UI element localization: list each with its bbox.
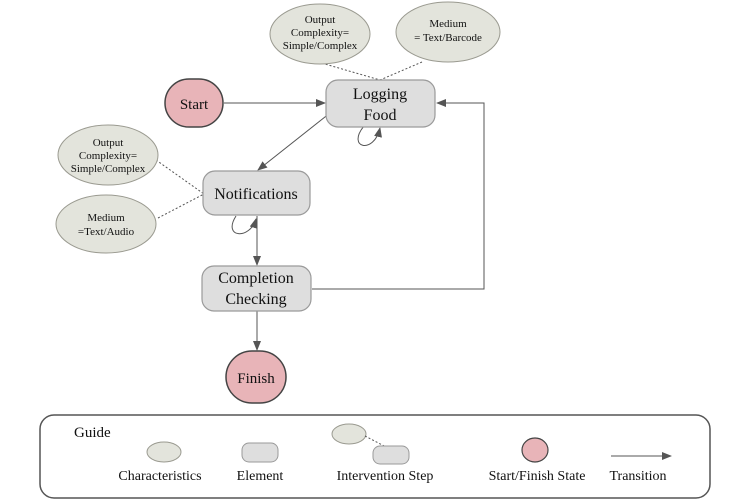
svg-text:Complexity=: Complexity= — [291, 27, 349, 39]
svg-text:Simple/Complex: Simple/Complex — [71, 163, 146, 175]
characteristic-connectors — [155, 61, 423, 219]
legend-characteristics-symbol — [146, 441, 182, 463]
self-loop-notifications — [231, 215, 258, 235]
svg-text:Logging: Logging — [353, 86, 407, 103]
svg-text:Element: Element — [237, 469, 284, 484]
start-state: Start — [164, 78, 224, 128]
svg-text:= Text/Barcode: = Text/Barcode — [414, 32, 482, 44]
svg-text:Intervention Step: Intervention Step — [337, 469, 434, 484]
svg-text:Food: Food — [364, 107, 397, 124]
svg-text:Complexity=: Complexity= — [79, 150, 137, 162]
transition-completion-to-logging — [312, 99, 485, 290]
svg-text:Notifications: Notifications — [214, 186, 298, 203]
step-completion-checking: Completion Checking — [201, 265, 312, 312]
legend-start-finish-symbol — [521, 437, 549, 463]
svg-text:Medium: Medium — [429, 18, 467, 30]
svg-text:Characteristics: Characteristics — [118, 469, 201, 484]
legend-element-symbol — [241, 442, 279, 463]
svg-text:=Text/Audio: =Text/Audio — [78, 226, 135, 238]
finish-state: Finish — [225, 350, 287, 404]
svg-text:Checking: Checking — [225, 291, 286, 308]
svg-text:Finish: Finish — [237, 371, 275, 387]
step-notifications: Notifications — [202, 170, 311, 216]
characteristic-logging-medium: Medium = Text/Barcode — [395, 1, 501, 63]
guide-title: Guide — [74, 425, 111, 441]
svg-text:Medium: Medium — [87, 212, 125, 224]
svg-text:Transition: Transition — [609, 469, 666, 484]
svg-text:Output: Output — [93, 137, 124, 149]
svg-text:Completion: Completion — [218, 270, 294, 287]
characteristic-logging-output: Output Complexity= Simple/Complex — [269, 3, 371, 65]
step-logging-food: Logging Food — [325, 79, 436, 128]
svg-text:Output: Output — [305, 14, 336, 26]
guide-legend: Guide Characteristics Element Interventi… — [39, 414, 711, 499]
characteristic-notifications-output: Output Complexity= Simple/Complex — [57, 124, 159, 186]
self-loop-logging — [357, 125, 382, 146]
characteristic-notifications-medium: Medium =Text/Audio — [55, 194, 157, 254]
transition-logging-to-notifications — [257, 112, 331, 171]
legend-intervention-step-symbol — [331, 423, 410, 465]
transitions — [224, 99, 485, 351]
svg-text:Simple/Complex: Simple/Complex — [283, 40, 358, 52]
svg-text:Start: Start — [180, 97, 209, 113]
svg-text:Start/Finish State: Start/Finish State — [489, 469, 586, 484]
